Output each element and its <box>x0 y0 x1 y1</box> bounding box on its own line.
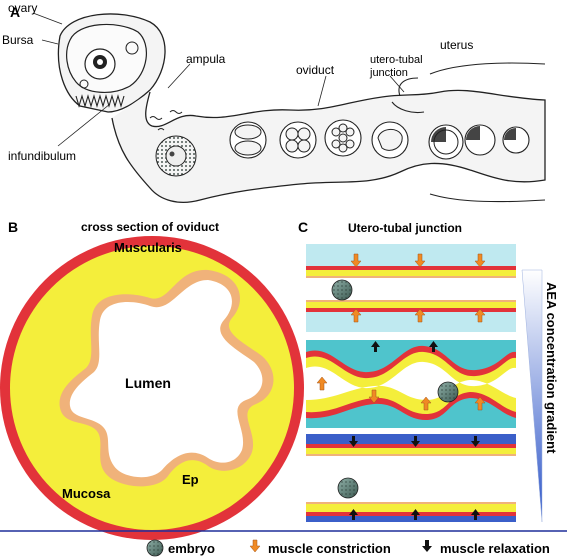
label-bursa: Bursa <box>2 33 34 47</box>
label-utj-2: junction <box>369 67 408 79</box>
label-utj-1: utero-tubal <box>370 54 423 66</box>
label-uterus: uterus <box>440 38 473 52</box>
panel-c: C Utero-tubal junction <box>298 219 559 523</box>
embryo-4cell <box>279 121 317 159</box>
uterus-wall <box>429 62 546 203</box>
aea-gradient-wedge <box>521 269 543 523</box>
lumen <box>69 280 263 478</box>
panel-c-letter: C <box>298 219 308 235</box>
utj-fold <box>391 77 425 114</box>
legend-relaxation-label: muscle relaxation <box>440 541 550 556</box>
embryo-compact <box>371 121 409 159</box>
small-follicle-2 <box>79 79 89 89</box>
constriction-arrows <box>316 253 486 411</box>
leader-ovary <box>32 12 63 25</box>
utj-state-3 <box>306 434 516 522</box>
label-lumen: Lumen <box>125 375 171 391</box>
legend-embryo-label: embryo <box>168 541 215 556</box>
leader-utj <box>389 75 405 93</box>
panel-b: B cross section of oviduct Muscularis Lu… <box>0 219 304 540</box>
panel-a-letter: A <box>10 4 20 20</box>
label-mucosa: Mucosa <box>62 486 111 501</box>
oocyte-nucleus <box>97 59 103 65</box>
panel-b-title: cross section of oviduct <box>81 220 219 234</box>
panel-b-letter: B <box>8 219 18 235</box>
leader-bursa <box>41 39 59 45</box>
panel-c-title: Utero-tubal junction <box>348 221 462 235</box>
embryo-2cell <box>229 121 267 159</box>
label-ampula: ampula <box>186 52 226 66</box>
embryo-morula <box>324 119 362 157</box>
utj-embryo-1 <box>331 279 353 301</box>
utj-state-2 <box>306 340 516 428</box>
leader-ampula <box>167 63 191 89</box>
embryo-blastocyst-2 <box>464 124 496 156</box>
relaxation-arrows <box>349 341 480 520</box>
small-follicle <box>125 41 139 55</box>
label-ep: Ep <box>182 472 199 487</box>
pronucleus <box>169 151 175 157</box>
infundibulum-fringe <box>75 94 125 108</box>
ampulla-oocyte <box>165 145 187 167</box>
leader-oviduct <box>317 75 327 107</box>
sperm-icons <box>149 110 183 131</box>
legend-constriction-icon <box>249 539 261 553</box>
aea-gradient-label: AEA concentration gradient <box>544 282 559 454</box>
legend-constriction-label: muscle constriction <box>268 541 391 556</box>
label-oviduct: oviduct <box>296 63 335 77</box>
leader-infundibulum <box>57 103 111 147</box>
utj-embryo-2 <box>437 381 459 403</box>
label-infundibulum: infundibulum <box>8 149 76 163</box>
legend-embryo-icon <box>146 539 164 557</box>
label-ovary: ovary <box>8 1 37 15</box>
legend-relaxation-icon <box>422 540 432 552</box>
embryo-blastocyst-3 <box>502 126 530 154</box>
panel-a: A <box>2 1 546 203</box>
label-muscularis: Muscularis <box>114 240 182 255</box>
legend: embryo muscle constriction muscle relaxa… <box>0 530 567 557</box>
embryo-blastocyst-1 <box>428 124 464 160</box>
utj-embryo-3 <box>337 477 359 499</box>
